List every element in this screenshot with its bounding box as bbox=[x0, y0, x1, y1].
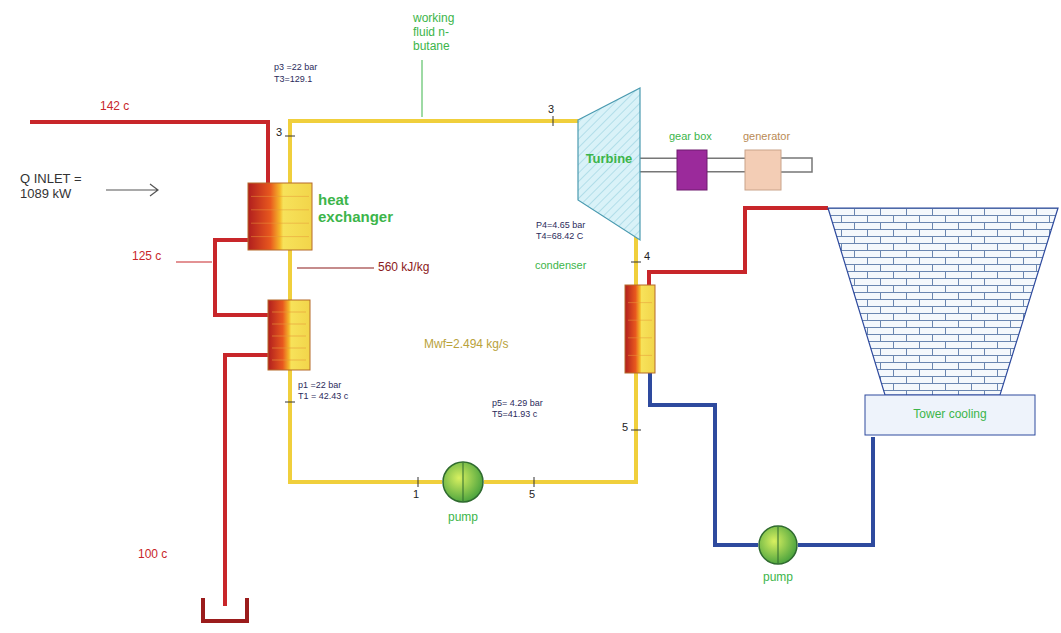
state-label: 1 bbox=[413, 488, 419, 501]
shaft-core bbox=[707, 159, 745, 171]
tower-shell bbox=[828, 208, 1058, 395]
state-label: 3 bbox=[548, 103, 554, 116]
state-label: 560 kJ/kg bbox=[378, 261, 429, 275]
exchanger-plate bbox=[251, 196, 309, 197]
pipe-path bbox=[290, 250, 442, 482]
exchanger-body bbox=[248, 183, 312, 250]
pump: pump bbox=[442, 461, 484, 503]
tower-basin bbox=[865, 395, 1035, 435]
state-label: 3 bbox=[276, 126, 282, 139]
pipe-path bbox=[649, 208, 828, 285]
pipe-path bbox=[634, 237, 638, 285]
node-label: generator bbox=[743, 130, 813, 143]
node-label: Tower cooling bbox=[865, 408, 1035, 422]
exchanger-plate bbox=[628, 337, 652, 338]
node-label: heat exchanger bbox=[318, 191, 400, 226]
state-label: T5=41.93 c bbox=[492, 409, 537, 419]
node-outline bbox=[248, 183, 312, 250]
pump: pump bbox=[758, 525, 798, 565]
node-outline bbox=[442, 461, 484, 503]
shaft-outline bbox=[640, 158, 677, 173]
heat-input-arrow bbox=[106, 184, 158, 196]
state-label: T3=129.1 bbox=[274, 74, 312, 84]
hot-outlet-line bbox=[225, 355, 268, 606]
leader-line bbox=[176, 261, 212, 262]
pump-symbol bbox=[759, 526, 797, 564]
annotation-text: working fluid n-butane bbox=[413, 12, 475, 53]
exchanger-body bbox=[625, 285, 655, 373]
drive-shaft bbox=[640, 165, 677, 166]
pipe-line bbox=[484, 373, 636, 482]
machine-body bbox=[677, 150, 707, 190]
node-label: pump bbox=[753, 571, 803, 585]
node-outline bbox=[625, 285, 655, 373]
pipe-line bbox=[798, 437, 873, 545]
pipe-path bbox=[290, 121, 578, 183]
leader-line bbox=[422, 60, 423, 117]
node-outline bbox=[745, 150, 781, 190]
state-label: 5 bbox=[529, 488, 535, 501]
state-label: 5 bbox=[622, 421, 628, 434]
node-label: Turbine bbox=[581, 152, 637, 167]
generator: generator bbox=[745, 150, 781, 190]
pump-divider bbox=[463, 463, 464, 501]
shaft-end bbox=[781, 158, 812, 172]
exchanger-plate bbox=[251, 236, 309, 237]
state-label: T4=68.42 C bbox=[536, 231, 583, 241]
state-label: p3 =22 bar bbox=[274, 62, 317, 72]
exchanger-plate bbox=[628, 355, 652, 356]
node-outline bbox=[677, 150, 707, 190]
state-label: 125 c bbox=[132, 250, 161, 264]
state-label: 142 c bbox=[100, 100, 129, 114]
pipe-path bbox=[484, 373, 636, 482]
node-label: pump bbox=[438, 511, 488, 525]
outlet-tray bbox=[203, 598, 247, 621]
turbine: Turbine bbox=[578, 88, 640, 240]
pipe-path bbox=[650, 373, 758, 545]
preheater-plates bbox=[272, 312, 306, 360]
turbine-body bbox=[578, 88, 640, 240]
state-label: P4=4.65 bar bbox=[536, 220, 585, 230]
node-outline bbox=[758, 525, 798, 565]
machine-body bbox=[745, 150, 781, 190]
shaft-outline bbox=[707, 158, 745, 173]
node-label: condenser bbox=[535, 259, 605, 272]
leader-line bbox=[297, 267, 374, 268]
shaft-core bbox=[640, 159, 677, 171]
pipe-path bbox=[798, 437, 873, 545]
gear-box: gear box bbox=[677, 150, 707, 190]
pipe-line bbox=[290, 121, 578, 183]
state-label: p1 =22 bar bbox=[298, 380, 341, 390]
preheater bbox=[268, 300, 310, 370]
pipe-line bbox=[649, 208, 828, 285]
exchanger-plate bbox=[628, 320, 652, 321]
heat-exchanger: heat exchanger bbox=[248, 183, 312, 250]
pipe-line bbox=[290, 250, 442, 482]
state-label: p5= 4.29 bar bbox=[492, 398, 543, 408]
state-label: Mwf=2.494 kg/s bbox=[424, 338, 508, 352]
state-label: 4 bbox=[644, 250, 650, 263]
annotation-text: Q INLET = 1089 kW bbox=[20, 172, 105, 202]
pump-divider bbox=[778, 527, 779, 563]
state-label: T1 = 42.43 c bbox=[298, 391, 348, 401]
exchanger-plate bbox=[251, 223, 309, 224]
drive-shaft bbox=[707, 165, 745, 166]
exchanger-plate bbox=[628, 302, 652, 303]
state-label: 100 c bbox=[138, 548, 167, 562]
node-outline bbox=[828, 208, 1058, 437]
condenser: condenser bbox=[625, 285, 655, 373]
pipe-line bbox=[636, 237, 637, 285]
node-label: gear box bbox=[669, 130, 729, 143]
exchanger-plate bbox=[251, 209, 309, 210]
pipe-line bbox=[650, 373, 758, 545]
pump-symbol bbox=[443, 462, 483, 502]
cooling-tower: Tower cooling bbox=[828, 208, 1058, 437]
hot-transfer-line bbox=[215, 240, 268, 315]
